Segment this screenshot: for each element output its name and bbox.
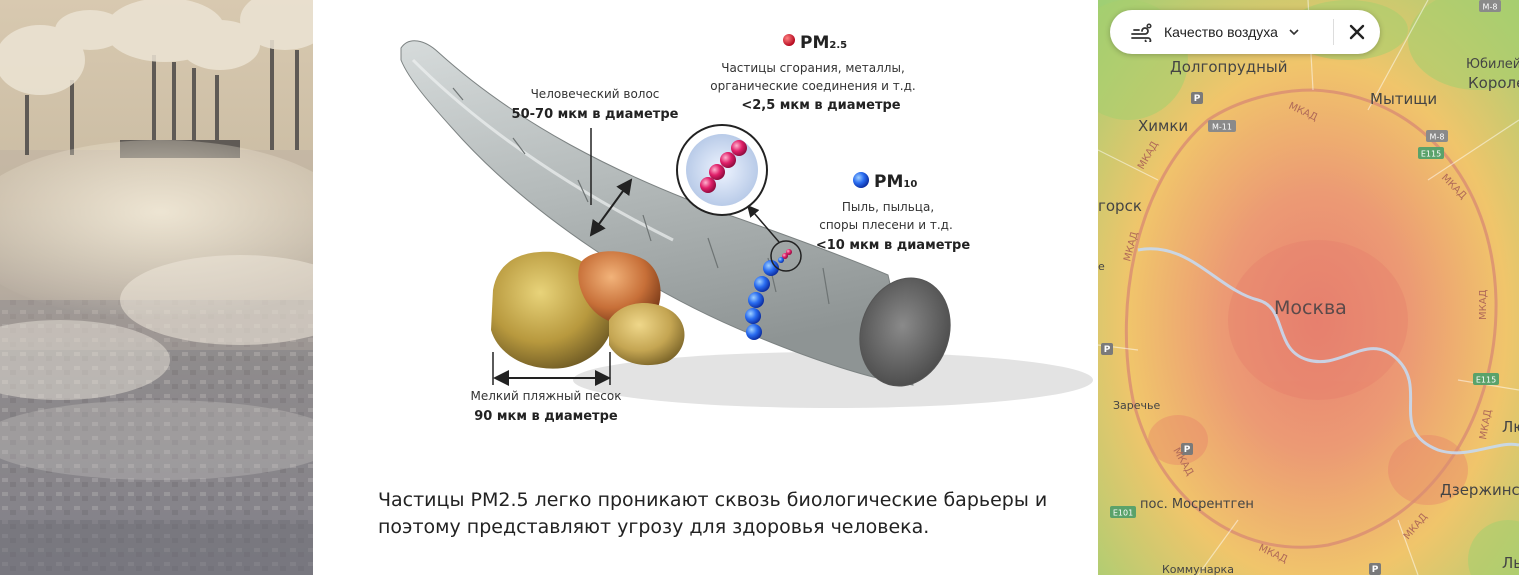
pm10-particles <box>745 260 779 340</box>
road-badge-m8-top: М-8 <box>1479 0 1501 12</box>
control-divider <box>1333 19 1334 45</box>
zoom-leader <box>747 204 780 243</box>
svg-text:М-8: М-8 <box>1430 133 1445 142</box>
place-dolgoprudny: Долгопрудный <box>1170 58 1288 76</box>
pm25-legend-dot <box>783 34 795 46</box>
place-labels: Долгопрудный Мытищи Юбилейны Королев Хим… <box>1098 57 1519 575</box>
place-zarechye: Заречье <box>1113 399 1161 412</box>
place-korolev: Королев <box>1468 74 1519 92</box>
infographic-panel: PM2.5 Частицы сгорания, металлы, органич… <box>313 0 1098 575</box>
wind-icon <box>1130 22 1154 42</box>
mkad-ring-road <box>1124 88 1498 549</box>
pm10-title: PM10 <box>874 172 917 192</box>
svg-text:P: P <box>1194 94 1201 104</box>
road-badge-m11: М-11 <box>1208 120 1236 132</box>
svg-text:М-11: М-11 <box>1212 123 1232 132</box>
map-canvas[interactable]: М-11 М-8 М-8 E115 E115 E101 P P P P <box>1098 0 1519 575</box>
place-yubileyny: Юбилейны <box>1466 57 1519 72</box>
place-mytishchi: Мытищи <box>1370 90 1437 108</box>
infographic-caption: Частицы PM2.5 легко проникают сквозь био… <box>378 489 1048 538</box>
road-badge-e115-north: E115 <box>1418 147 1444 159</box>
sand-label: Мелкий пляжный песок <box>471 389 622 403</box>
road-badge-m8: М-8 <box>1426 130 1448 142</box>
place-lyubertsy-1: Лю <box>1502 418 1519 436</box>
air-quality-toggle[interactable]: Качество воздуха <box>1110 10 1333 54</box>
parking-icons: P P P P <box>1101 92 1381 575</box>
place-mosrentgen: пос. Мосрентген <box>1140 497 1254 512</box>
air-quality-label: Качество воздуха <box>1164 24 1278 40</box>
svg-text:E115: E115 <box>1476 376 1496 385</box>
place-dzerzhinsky: Дзержинс <box>1440 481 1519 499</box>
hair-diameter-arrow <box>589 178 633 237</box>
place-moscow: Москва <box>1274 297 1347 319</box>
air-quality-control: Качество воздуха <box>1110 10 1380 54</box>
hair-size: 50-70 мкм в диаметре <box>512 107 679 122</box>
air-quality-map[interactable]: М-11 М-8 М-8 E115 E115 E101 P P P P <box>1098 0 1519 575</box>
pm25-size: <2,5 мкм в диаметре <box>741 98 900 113</box>
place-krasnogorsk: горск <box>1098 197 1142 215</box>
pm25-particles <box>700 140 747 193</box>
svg-text:P: P <box>1104 345 1111 355</box>
pm25-desc-line2: органические соединения и т.д. <box>710 79 915 93</box>
pm25-desc-line1: Частицы сгорания, металлы, <box>721 61 905 75</box>
svg-text:P: P <box>1372 565 1379 575</box>
road-badge-e101: E101 <box>1110 506 1136 518</box>
place-khimki: Химки <box>1138 117 1188 135</box>
pm10-size: <10 мкм в диаметре <box>816 238 971 253</box>
svg-text:P: P <box>1184 445 1191 455</box>
pm10-legend-dot <box>853 172 869 188</box>
hair-cross-section <box>859 277 951 387</box>
pm10-desc-line1: Пыль, пыльца, <box>842 200 934 214</box>
hair-shadow <box>573 352 1093 408</box>
close-icon <box>1349 24 1365 40</box>
sand-grain-3 <box>609 302 685 366</box>
sand-size: 90 мкм в диаметре <box>474 409 618 424</box>
pm25-title: PM2.5 <box>800 33 847 53</box>
place-kommunarka: Коммунарка <box>1162 563 1234 575</box>
hair-highlight <box>411 58 674 242</box>
place-lyubertsy-2: Лы <box>1502 554 1519 572</box>
road-badge-e115-east: E115 <box>1473 373 1499 385</box>
pm10-desc-line2: споры плесени и т.д. <box>819 218 953 232</box>
svg-text:М-8: М-8 <box>1483 3 1498 12</box>
pm25-tiny-particles <box>778 249 792 263</box>
svg-text:МКАД: МКАД <box>1478 289 1489 320</box>
svg-text:МКАД: МКАД <box>1478 409 1494 441</box>
place-ring-letter: е <box>1098 260 1105 273</box>
moskva-river <box>1137 247 1519 455</box>
svg-text:E101: E101 <box>1113 509 1133 518</box>
svg-text:E115: E115 <box>1421 150 1441 159</box>
smog-photo-image <box>0 0 313 575</box>
hair-label: Человеческий волос <box>531 87 660 101</box>
smog-city-photo <box>0 0 313 575</box>
close-air-quality-button[interactable] <box>1334 10 1380 54</box>
chevron-down-icon <box>1288 28 1300 36</box>
pm25-magnifier-small <box>770 240 802 272</box>
particle-size-diagram: PM2.5 Частицы сгорания, металлы, органич… <box>400 33 1093 424</box>
